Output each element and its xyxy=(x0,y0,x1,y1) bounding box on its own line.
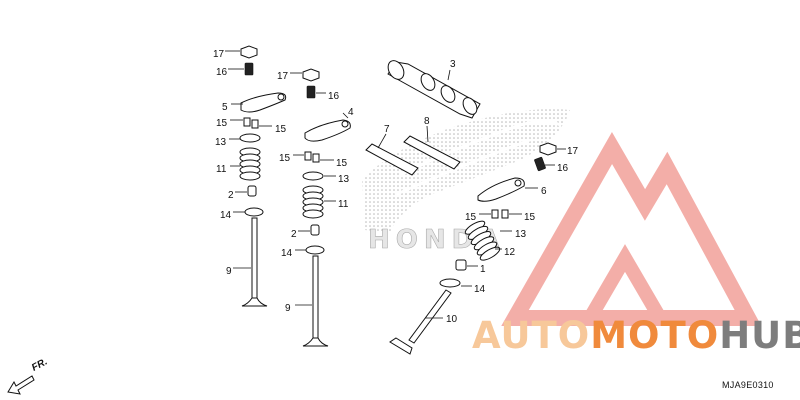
callout-7: 7 xyxy=(384,124,390,135)
callout-14: 14 xyxy=(474,284,486,295)
callout-2: 2 xyxy=(228,190,234,201)
callout-15: 15 xyxy=(336,158,348,169)
callout-3: 3 xyxy=(450,59,456,70)
callout-17: 17 xyxy=(277,71,289,82)
callout-17: 17 xyxy=(567,146,579,157)
right-valve-group xyxy=(389,142,566,355)
callout-9: 9 xyxy=(226,266,232,277)
callout-10: 10 xyxy=(446,314,458,325)
left-valve-group xyxy=(225,45,287,307)
brand-part-moto: MOTO xyxy=(590,314,720,357)
brand-part-hub: HUB xyxy=(719,314,800,357)
middle-valve-group xyxy=(290,68,351,347)
brand-wordmark: AUTOMOTOHUB xyxy=(472,316,800,356)
callout-13: 13 xyxy=(338,174,350,185)
callout-5: 5 xyxy=(222,102,228,113)
callout-2: 2 xyxy=(291,229,297,240)
callout-12: 12 xyxy=(504,247,516,258)
callout-15: 15 xyxy=(279,153,291,164)
honda-wing-watermark xyxy=(362,109,570,232)
callout-14: 14 xyxy=(220,210,232,221)
callout-9: 9 xyxy=(285,303,291,314)
callout-16: 16 xyxy=(216,67,228,78)
callout-15: 15 xyxy=(524,212,536,223)
callout-15: 15 xyxy=(275,124,287,135)
callout-14: 14 xyxy=(281,248,293,259)
callout-11: 11 xyxy=(216,164,227,175)
callout-15: 15 xyxy=(216,118,228,129)
callout-15: 15 xyxy=(465,212,477,223)
callout-1: 1 xyxy=(480,264,486,275)
callout-6: 6 xyxy=(541,186,547,197)
callout-8: 8 xyxy=(424,116,430,127)
camshaft xyxy=(387,60,481,119)
diagram-code: MJA9E0310 xyxy=(722,380,774,390)
rocker-shafts xyxy=(365,125,461,176)
callout-16: 16 xyxy=(328,91,340,102)
callout-13: 13 xyxy=(215,137,227,148)
brand-part-auto: AUTO xyxy=(472,314,591,357)
front-direction-arrow-icon xyxy=(7,375,35,395)
callout-4: 4 xyxy=(348,107,354,118)
callout-13: 13 xyxy=(515,229,527,240)
callout-11: 11 xyxy=(338,199,349,210)
callout-16: 16 xyxy=(557,163,569,174)
callout-17: 17 xyxy=(213,49,225,60)
automotohub-logo-icon xyxy=(501,131,762,326)
